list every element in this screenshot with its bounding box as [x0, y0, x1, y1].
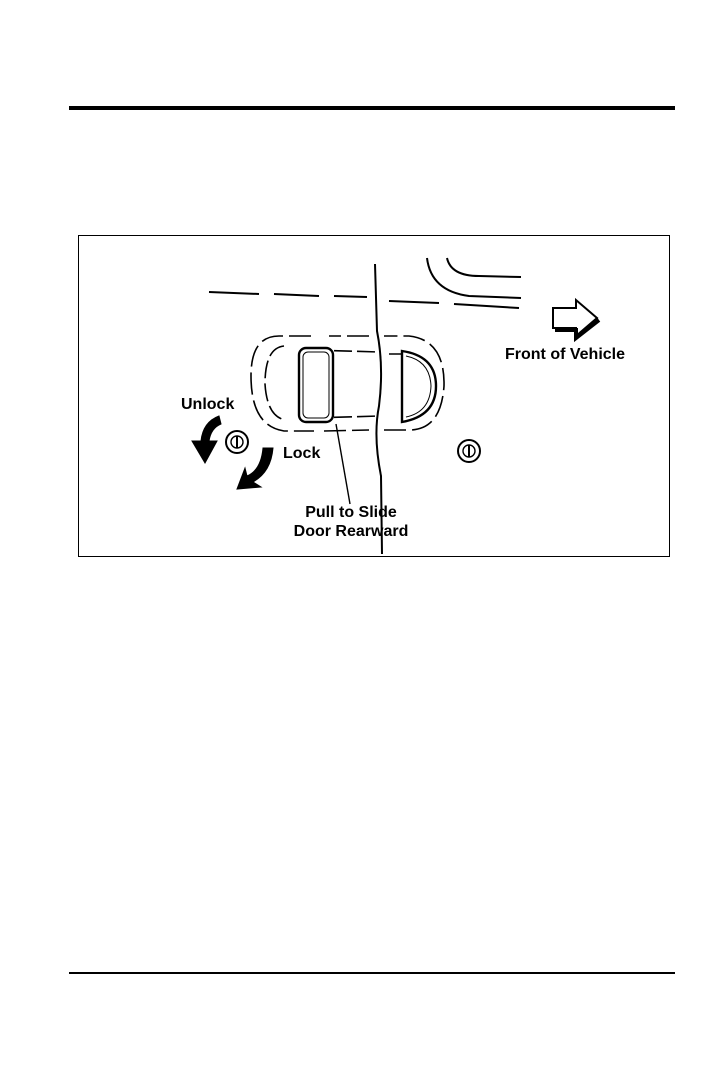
curved-arrow-down-left-icon [192, 416, 221, 463]
lock-cylinder-icon-right [458, 440, 480, 462]
right-arrow-icon [553, 300, 599, 338]
body-line-left [209, 292, 367, 297]
body-line-right [389, 301, 519, 308]
pull-leader-line [336, 424, 350, 504]
pull-label-line1: Pull to Slide [287, 504, 415, 522]
pull-label-line2: Door Rearward [279, 523, 423, 541]
bottom-rule [69, 972, 675, 974]
handle-grip [299, 348, 333, 422]
front-of-vehicle-label: Front of Vehicle [505, 346, 625, 364]
unlock-label: Unlock [181, 396, 234, 414]
window-trim-outer [427, 258, 521, 298]
window-trim-inner [447, 258, 521, 277]
top-rule [69, 106, 675, 110]
lock-cylinder-icon [226, 431, 248, 453]
door-handle-figure: Front of Vehicle Unlock Lock Pull to Sli… [78, 235, 670, 557]
lock-label: Lock [283, 445, 320, 463]
curved-arrow-down-right-icon [237, 448, 273, 489]
